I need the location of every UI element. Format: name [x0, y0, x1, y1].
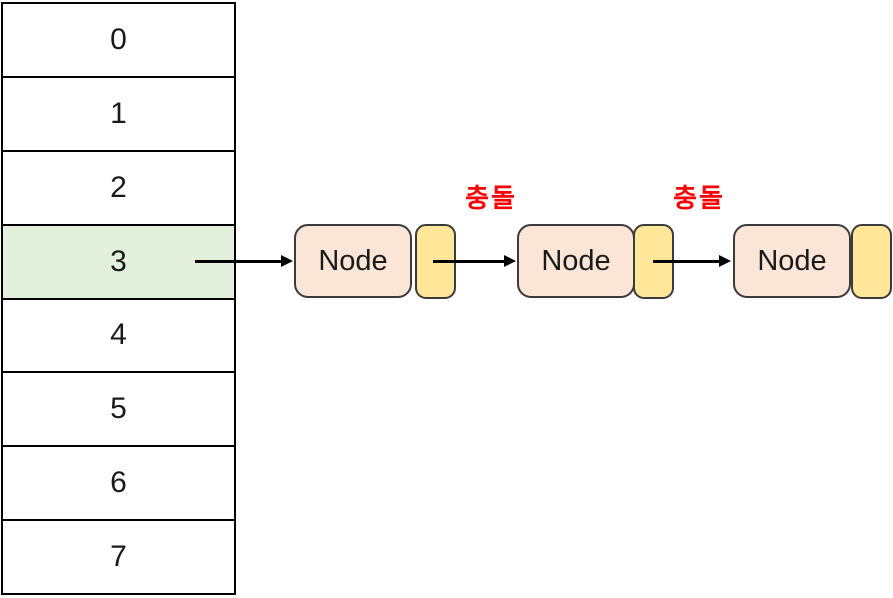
bucket-label: 3	[110, 244, 127, 278]
node-label: Node	[757, 244, 827, 277]
bucket-row-6: 6	[3, 447, 234, 522]
bucket-label: 0	[110, 22, 127, 56]
bucket-row-2: 2	[3, 151, 234, 226]
bucket-label: 5	[110, 392, 127, 426]
bucket-row-5: 5	[3, 373, 234, 448]
arrow-bucket-to-node-1	[195, 255, 293, 267]
node-box-3: Node	[733, 224, 851, 298]
next-pointer-box-3	[851, 224, 892, 299]
node-label: Node	[318, 244, 388, 277]
bucket-label: 1	[110, 96, 127, 130]
bucket-row-1: 1	[3, 77, 234, 152]
bucket-row-0: 0	[3, 4, 234, 78]
arrow-node-1-to-node-2	[433, 255, 516, 267]
node-box-1: Node	[294, 224, 412, 298]
bucket-row-4: 4	[3, 299, 234, 374]
collision-label-1: 충돌	[465, 183, 517, 213]
bucket-label: 6	[110, 466, 127, 500]
bucket-row-7: 7	[3, 521, 234, 593]
collision-label-2: 충돌	[673, 183, 725, 213]
bucket-label: 2	[110, 170, 127, 204]
bucket-label: 7	[110, 540, 127, 574]
node-box-2: Node	[517, 224, 635, 298]
arrow-node-2-to-node-3	[653, 255, 731, 267]
node-label: Node	[541, 244, 611, 277]
bucket-table: 0 1 2 3 4 5 6 7	[1, 2, 236, 595]
bucket-label: 4	[110, 318, 127, 352]
